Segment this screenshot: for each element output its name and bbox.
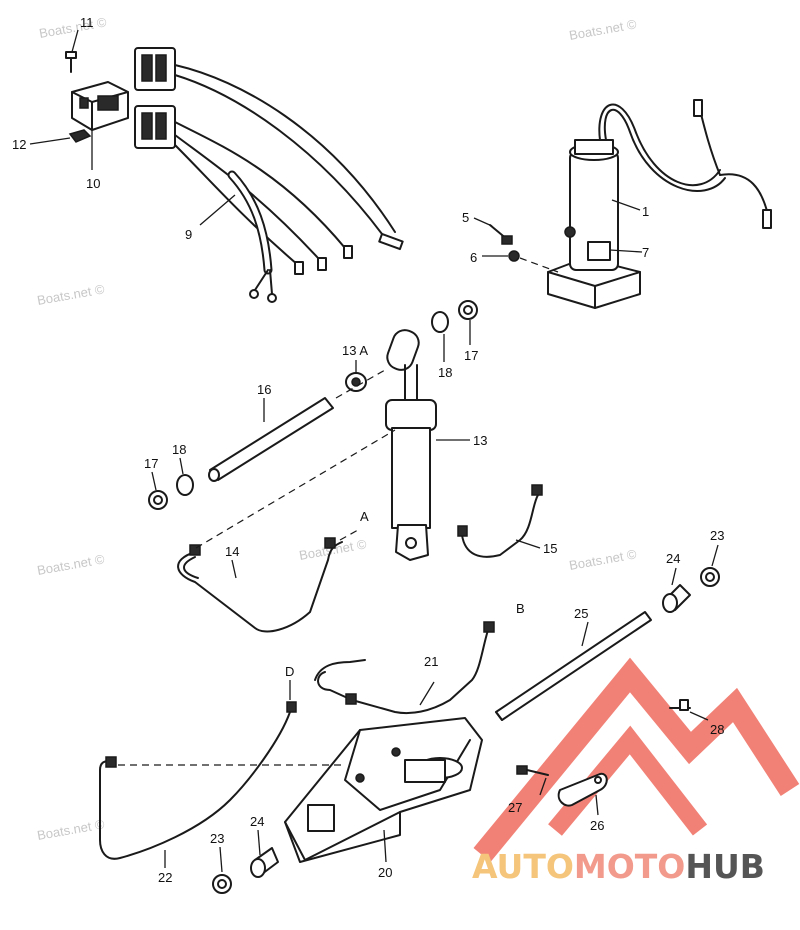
label-26: 26 [590,818,604,833]
label-13a: 13 A [342,343,368,358]
label-21: 21 [424,654,438,669]
part-23-nut-left [212,874,232,894]
label-10: 10 [86,176,100,191]
dashed-line [339,529,359,541]
part-25-shaft [495,611,652,721]
part-12-clip [68,129,92,143]
label-d: D [285,664,294,679]
label-1: 1 [642,204,649,219]
label-b: B [516,601,525,616]
part-23-nut-right [700,567,720,587]
part-17-nut-left [148,490,168,510]
label-25: 25 [574,606,588,621]
label-14: 14 [225,544,239,559]
label-28: 28 [710,722,724,737]
label-20: 20 [378,865,392,880]
dashed-line [519,257,559,273]
part-10-relay [71,81,129,131]
part-24-bushing-right [662,584,691,613]
dashed-line [335,369,386,399]
part-20-trim-housing [284,717,483,863]
label-23-left: 23 [210,831,224,846]
label-15: 15 [543,541,557,556]
part-6-washer [508,250,520,262]
part-16-pivot-pin [208,397,334,482]
part-1-pump-motor [547,99,772,309]
part-labels: 11 12 10 9 1 7 5 6 13 A 18 17 13 16 18 1… [12,15,724,885]
watermarks: Boats.net © Boats.net © Boats.net © Boat… [36,14,638,843]
label-13: 13 [473,433,487,448]
logo-moto: MOTO [574,847,685,886]
label-24-right: 24 [666,551,680,566]
label-17-right: 17 [464,348,478,363]
part-9-wiring-harness [134,47,404,303]
part-13a-bushing [345,372,367,392]
part-24-bushing-left [250,847,279,878]
part-28-pin [669,699,691,711]
watermark: Boats.net © [36,816,106,843]
label-7: 7 [642,245,649,260]
watermark: Boats.net © [568,546,638,573]
part-11-screw [65,51,77,73]
watermark: Boats.net © [38,14,108,41]
label-27: 27 [508,800,522,815]
label-18-left: 18 [172,442,186,457]
logo-text: AUTOMOTOHUB [472,847,765,886]
label-22: 22 [158,870,172,885]
label-24-left: 24 [250,814,264,829]
label-9: 9 [185,227,192,242]
part-5-screw [489,224,513,245]
part-18-washer-right [431,311,449,333]
watermark: Boats.net © [568,16,638,43]
label-12: 12 [12,137,26,152]
logo-hub: HUB [685,847,765,886]
watermark: Boats.net © [36,281,106,308]
part-21-hydraulic-line [314,621,495,715]
label-23-right: 23 [710,528,724,543]
part-18-washer-left [176,474,194,496]
label-6: 6 [470,250,477,265]
part-13-trim-cylinder [385,329,437,561]
part-22-hydraulic-line [99,701,297,860]
watermark: Boats.net © [36,551,106,578]
dashed-line [195,429,396,549]
part-15-hydraulic-line [457,484,543,558]
part-17-nut-right [458,300,478,320]
label-18-right: 18 [438,365,452,380]
part-26-bracket [557,772,608,807]
part-14-hydraulic-line [177,537,343,633]
label-a: A [360,509,369,524]
logo-auto: AUTO [472,847,574,886]
leader-lines [29,29,719,873]
label-16: 16 [257,382,271,397]
label-5: 5 [462,210,469,225]
part-27-screw [516,765,549,776]
label-11: 11 [80,15,94,30]
label-17-left: 17 [144,456,158,471]
